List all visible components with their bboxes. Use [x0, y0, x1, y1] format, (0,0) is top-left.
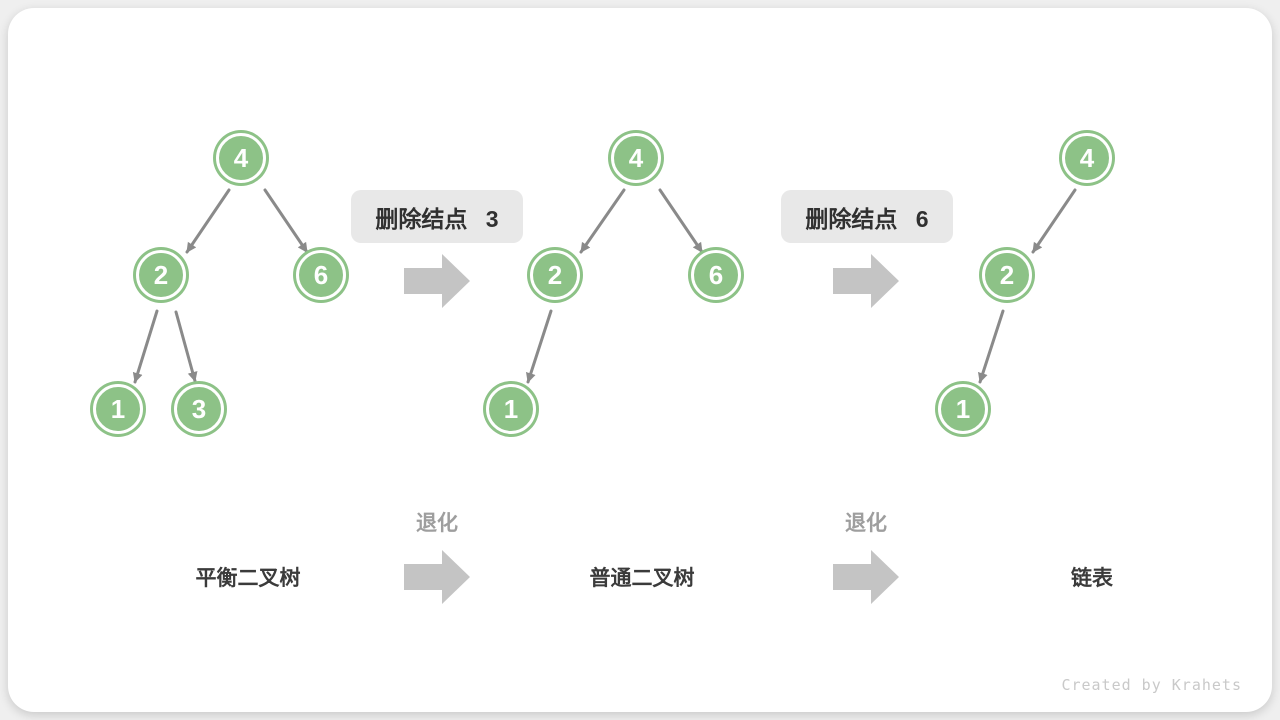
- degrade-label: 退化: [845, 512, 887, 535]
- tree2-node-2: 2: [530, 250, 580, 300]
- degrade-label: 退化: [416, 512, 458, 535]
- right-arrow-icon: [833, 550, 899, 604]
- tree3-node-4: 4: [1062, 133, 1112, 183]
- tree3-node-1: 1: [938, 384, 988, 434]
- right-arrow-icon: [404, 550, 470, 604]
- tree2-node-1: 1: [486, 384, 536, 434]
- tree2-node-6: 6: [691, 250, 741, 300]
- figure-card: [8, 8, 1272, 712]
- tree1-node-1: 1: [93, 384, 143, 434]
- credit-text: Created by Krahets: [1061, 676, 1242, 694]
- right-arrow-icon: [833, 254, 899, 308]
- tree3-node-2: 2: [982, 250, 1032, 300]
- tree2-node-4: 4: [611, 133, 661, 183]
- tree-name-ordinary: 普通二叉树: [589, 567, 695, 590]
- tree1-node-2: 2: [136, 250, 186, 300]
- tree-name-balanced: 平衡二叉树: [195, 567, 301, 590]
- right-arrow-icon: [404, 254, 470, 308]
- tree-name-linked-list: 链表: [1071, 567, 1113, 590]
- tree1-node-4: 4: [216, 133, 266, 183]
- tree1-node-3: 3: [174, 384, 224, 434]
- tree1-node-6: 6: [296, 250, 346, 300]
- step-label-delete-node-3: 删除结点 3: [351, 190, 523, 243]
- step-label-delete-node-6: 删除结点 6: [781, 190, 953, 243]
